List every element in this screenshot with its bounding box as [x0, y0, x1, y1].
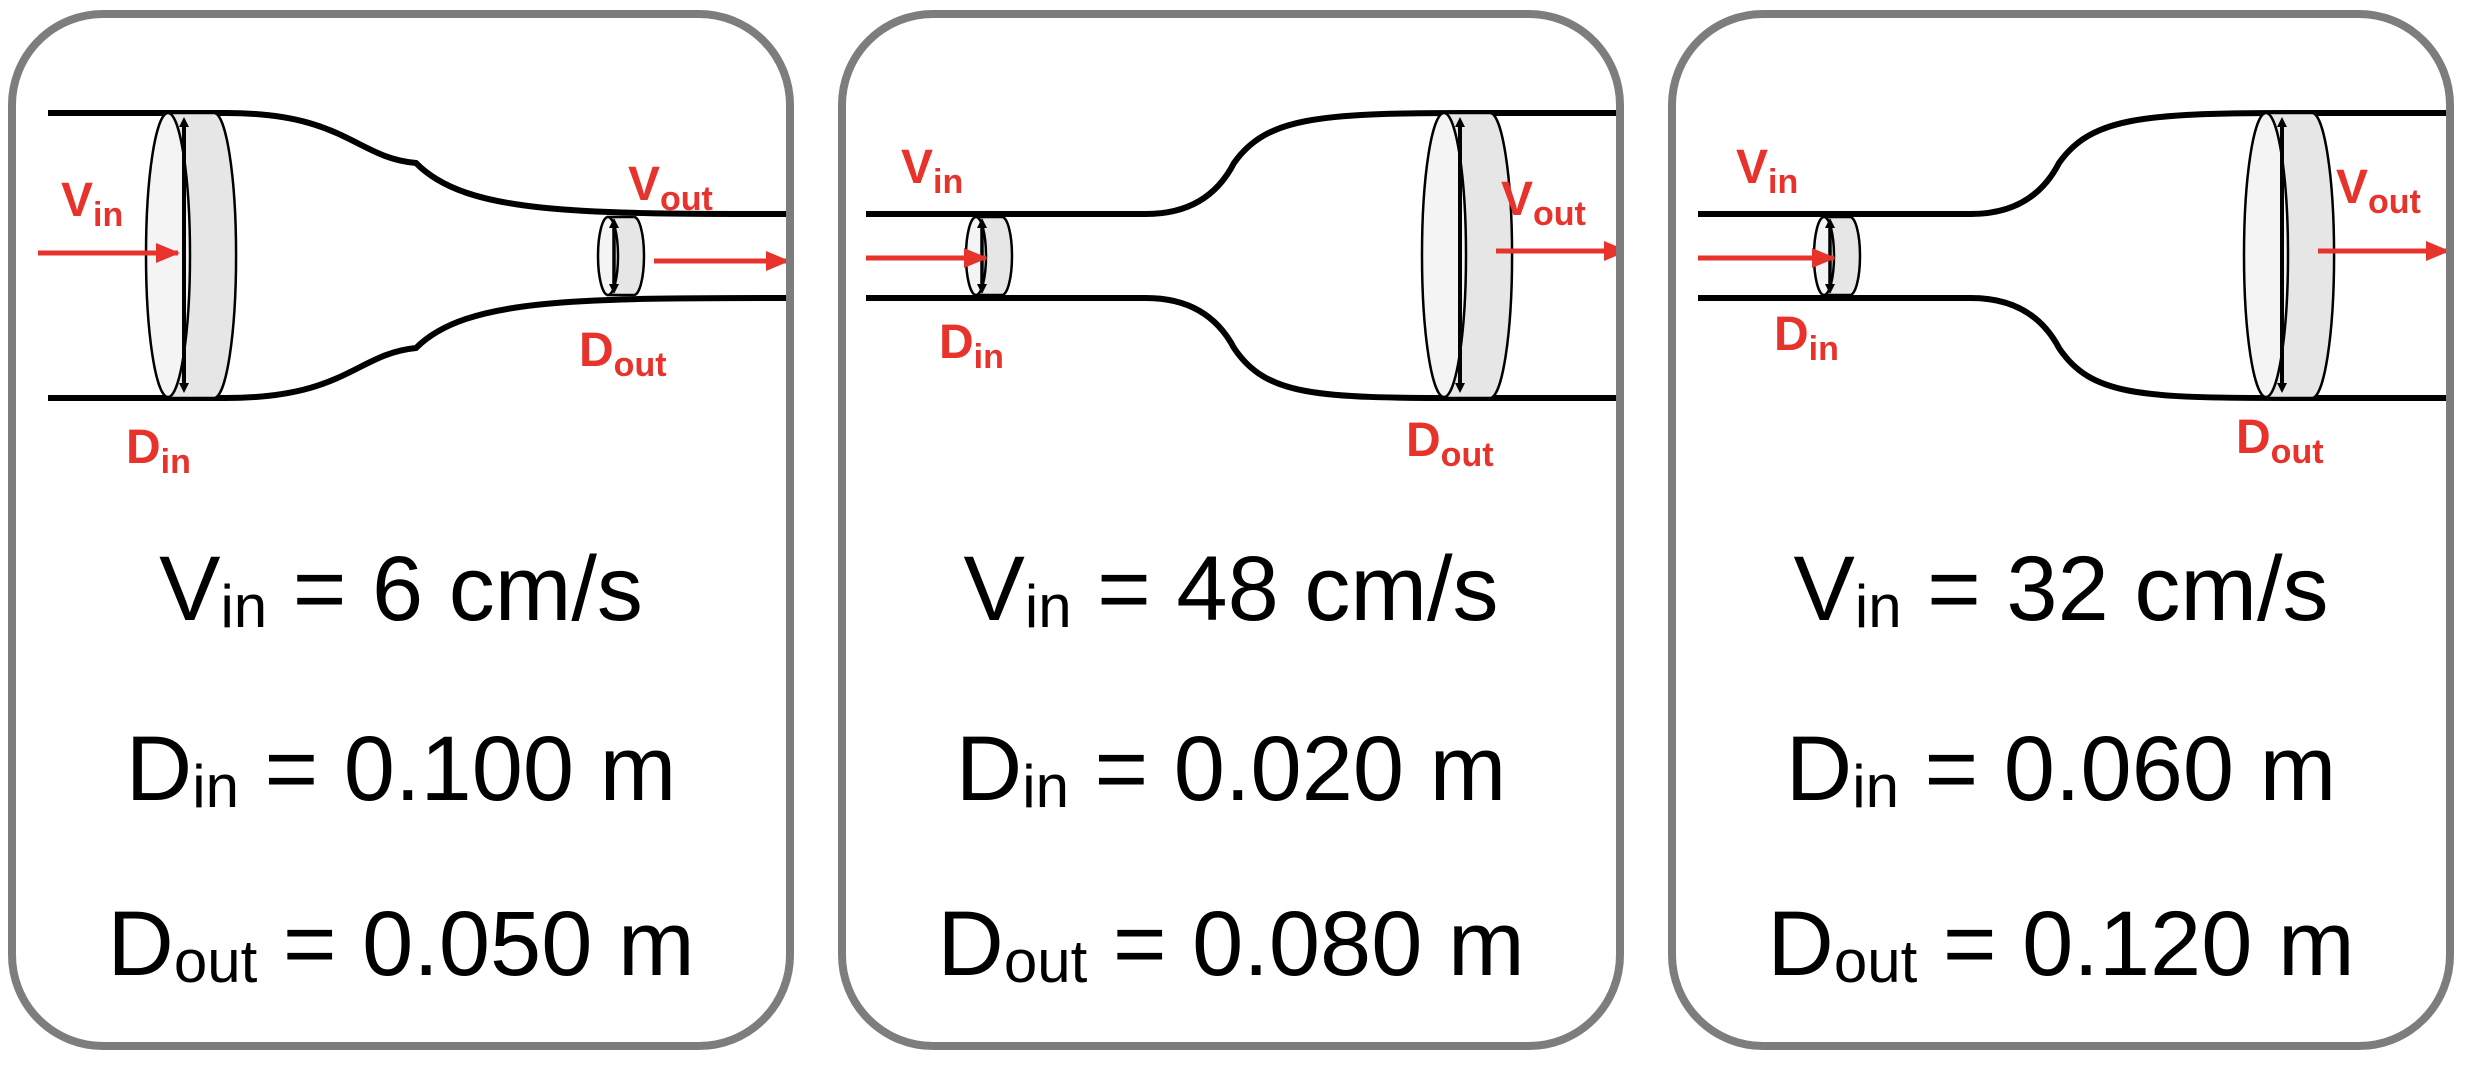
- vin-label: Vin: [901, 141, 963, 201]
- din-label: Din: [1774, 308, 1839, 368]
- vout-label: Vout: [1501, 173, 1586, 233]
- inlet-disc: [1812, 215, 1862, 297]
- vin-value: 48 cm/s: [1176, 538, 1499, 640]
- pipe-walls: [866, 110, 1616, 401]
- din-label: Din: [126, 421, 191, 481]
- pipe-diagram-3: Vin Vout Din Dout: [1698, 110, 2446, 471]
- vin-label: Vin: [1736, 141, 1798, 201]
- din-value: 0.060 m: [2003, 718, 2337, 820]
- din-value: 0.100 m: [343, 718, 677, 820]
- dout-value: 0.050 m: [362, 893, 695, 995]
- pipe-walls: [48, 110, 786, 401]
- din-equation: Din = 0.060 m: [1785, 718, 2337, 821]
- panel-1: Vin Vout Din Dout Vin = 6 cm/s Din = 0.1…: [8, 10, 794, 1050]
- vin-value: 6 cm/s: [372, 538, 643, 640]
- pipe-diagram-1: Vin Vout Din Dout: [38, 110, 786, 481]
- panel-2: Vin Vout Din Dout Vin = 48 cm/s Din = 0.…: [838, 10, 1624, 1050]
- vin-equation: Vin = 32 cm/s: [1793, 538, 2329, 641]
- dout-label: Dout: [2236, 411, 2324, 471]
- dout-equation: Dout = 0.080 m: [937, 893, 1525, 996]
- dout-equation: Dout = 0.120 m: [1767, 893, 2355, 996]
- din-label: Din: [939, 316, 1004, 376]
- panel-3: Vin Vout Din Dout Vin = 32 cm/s Din = 0.…: [1668, 10, 2454, 1050]
- vin-value: 32 cm/s: [2006, 538, 2329, 640]
- din-equation: Din = 0.020 m: [955, 718, 1507, 821]
- dout-value: 0.120 m: [2022, 893, 2355, 995]
- outlet-disc: [596, 215, 646, 297]
- vin-equation: Vin = 6 cm/s: [159, 538, 643, 641]
- dout-equation: Dout = 0.050 m: [107, 893, 695, 996]
- dout-label: Dout: [579, 324, 667, 384]
- vin-label: Vin: [61, 174, 123, 234]
- vin-equation: Vin = 48 cm/s: [963, 538, 1499, 641]
- vout-label: Vout: [2336, 161, 2421, 221]
- din-value: 0.020 m: [1173, 718, 1507, 820]
- pipe-walls: [1698, 110, 2446, 401]
- pipe-diagram-2: Vin Vout Din Dout: [866, 110, 1616, 474]
- dout-value: 0.080 m: [1192, 893, 1525, 995]
- din-equation: Din = 0.100 m: [125, 718, 677, 821]
- dout-label: Dout: [1406, 414, 1494, 474]
- vout-label: Vout: [628, 158, 713, 218]
- outlet-disc: [1420, 111, 1514, 400]
- outlet-disc: [2242, 111, 2336, 400]
